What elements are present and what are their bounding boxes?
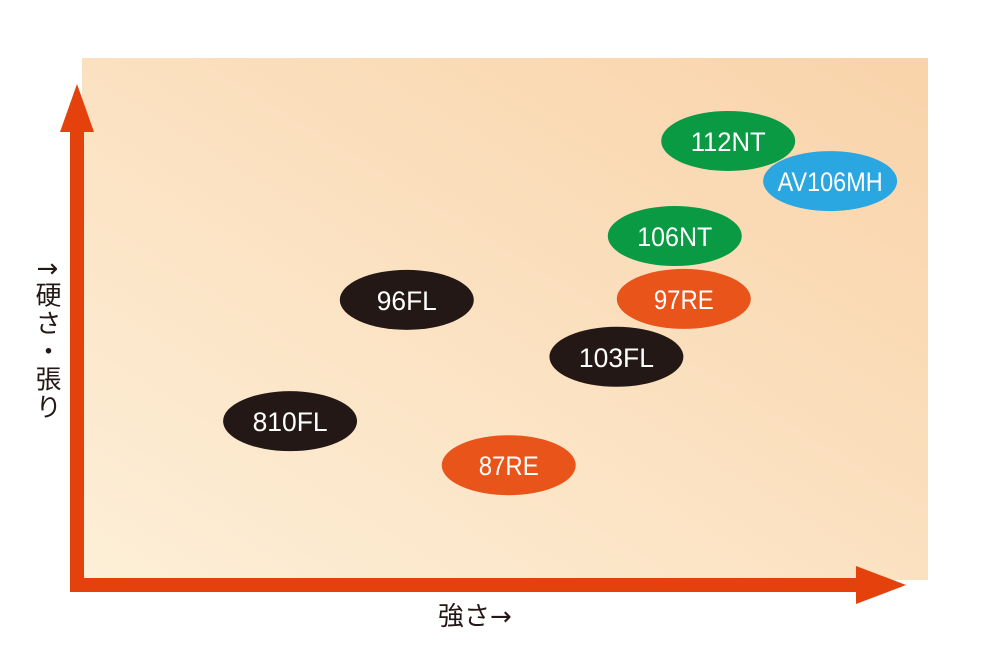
data-label: 97RE: [654, 285, 714, 315]
x-axis: [70, 578, 870, 592]
data-point-103fl: [549, 326, 684, 387]
plot-background: [82, 58, 928, 580]
data-label: 810FL: [253, 407, 328, 437]
data-point-106nt: [607, 206, 742, 267]
data-point-96fl: [339, 269, 474, 330]
data-label: AV106MH: [778, 167, 883, 197]
y-axis: [70, 120, 84, 592]
y-axis-arrowhead: [60, 84, 94, 132]
data-point-av106mh: [763, 151, 898, 212]
y-axis-label: ↑硬さ・張り: [31, 258, 61, 422]
x-axis-arrowhead: [856, 566, 906, 604]
x-axis-label: 強さ→: [438, 602, 512, 632]
data-label: 106NT: [637, 222, 712, 252]
data-label: 87RE: [479, 451, 539, 481]
data-point-810fl: [223, 391, 358, 452]
data-point-97re: [616, 268, 751, 329]
data-point-112nt: [661, 110, 796, 171]
data-label: 112NT: [691, 127, 766, 157]
data-point-87re: [441, 435, 576, 496]
data-label: 96FL: [377, 286, 437, 316]
data-label: 103FL: [579, 343, 654, 373]
